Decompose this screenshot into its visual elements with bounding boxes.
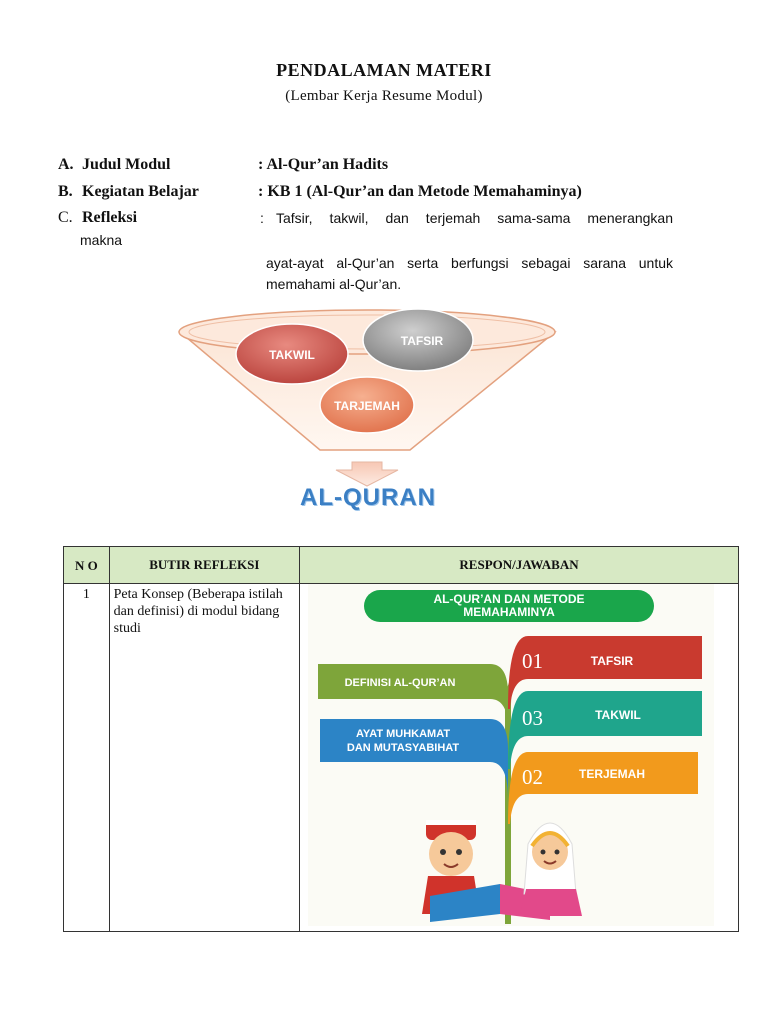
header-no: N O <box>64 547 110 584</box>
concept-map: AL-QUR’AN DAN METODE MEMAHAMINYA DEFINIS… <box>300 584 738 926</box>
page-title: PENDALAMAN MATERI <box>0 60 768 81</box>
header-butir: BUTIR REFLEKSI <box>109 547 299 584</box>
item-a-label: Judul Modul <box>82 156 170 174</box>
tafsir-number: 01 <box>522 649 543 673</box>
terjemah-label: TARJEMAH <box>334 399 400 413</box>
terjemah-branch-label: TERJEMAH <box>579 767 645 781</box>
item-a-letter: A. <box>58 156 74 174</box>
tafsir-branch-label: TAFSIR <box>591 654 634 668</box>
definisi-label: DEFINISI AL-QUR’AN <box>345 677 456 689</box>
refleksi-line1-wrap: makna <box>80 232 122 248</box>
table-header-row: N O BUTIR REFLEKSI RESPON/JAWABAN <box>64 547 739 584</box>
ayat-label-line1: AYAT MUHKAMAT <box>356 728 450 740</box>
row-no: 1 <box>64 584 110 932</box>
row-butir: Peta Konsep (Beberapa istilah dan defini… <box>109 584 299 932</box>
item-a-value: : Al-Qur’an Hadits <box>258 156 388 174</box>
takwil-branch-label: TAKWIL <box>595 708 641 722</box>
terjemah-number: 02 <box>522 765 543 789</box>
arrow-down-icon <box>336 462 398 486</box>
item-c-label: Refleksi <box>82 209 137 227</box>
al-quran-label: AL-QURAN <box>268 484 468 512</box>
takwil-number: 03 <box>522 706 543 730</box>
tafsir-label: TAFSIR <box>401 334 444 348</box>
refleksi-line2: ayat-ayat al-Qur’an serta berfungsi seba… <box>266 253 673 295</box>
ayat-label-line2: DAN MUTASYABIHAT <box>347 742 460 754</box>
table-row: 1 Peta Konsep (Beberapa istilah dan defi… <box>64 584 739 932</box>
concept-title-line2: MEMAHAMINYA <box>463 605 555 619</box>
item-b-value: : KB 1 (Al-Qur’an dan Metode Memahaminya… <box>258 183 582 201</box>
refleksi-colon: : <box>260 210 274 226</box>
item-c-letter: C. <box>58 209 73 227</box>
takwil-label: TAKWIL <box>269 348 315 362</box>
row-respon: AL-QUR’AN DAN METODE MEMAHAMINYA DEFINIS… <box>300 584 739 932</box>
reflection-table: N O BUTIR REFLEKSI RESPON/JAWABAN 1 Peta… <box>63 546 739 932</box>
header-respon: RESPON/JAWABAN <box>300 547 739 584</box>
item-b-label: Kegiatan Belajar <box>82 183 199 201</box>
concept-title-line1: AL-QUR’AN DAN METODE <box>433 592 584 606</box>
refleksi-line1: Tafsir, takwil, dan terjemah sama-sama m… <box>276 210 673 226</box>
item-b-letter: B. <box>58 183 73 201</box>
page-subtitle: (Lembar Kerja Resume Modul) <box>0 88 768 105</box>
